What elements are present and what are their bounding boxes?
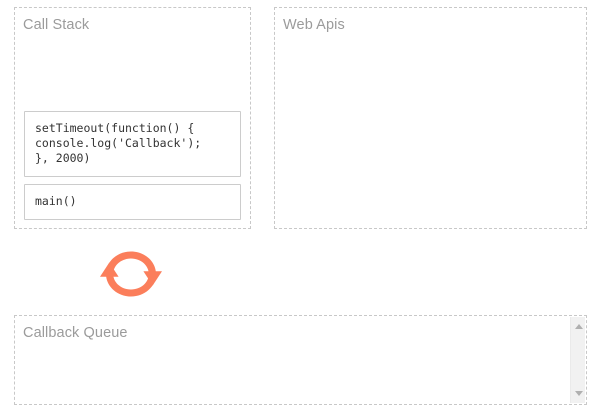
chevron-down-icon	[574, 391, 583, 396]
scrollbar-down-button[interactable]	[571, 386, 586, 401]
call-stack-panel: Call Stack setTimeout(function() { conso…	[14, 7, 251, 229]
chevron-up-icon	[574, 324, 583, 329]
callback-queue-scrollbar[interactable]	[570, 317, 585, 403]
web-apis-title: Web Apis	[283, 17, 345, 33]
call-stack-title: Call Stack	[23, 17, 90, 33]
web-apis-panel: Web Apis	[274, 7, 587, 229]
callback-queue-panel: Callback Queue	[14, 315, 587, 405]
call-stack-frame-settimeout[interactable]: setTimeout(function() { console.log('Cal…	[24, 111, 241, 177]
callback-queue-title: Callback Queue	[23, 325, 128, 341]
scrollbar-up-button[interactable]	[571, 319, 586, 334]
refresh-sync-icon	[96, 245, 166, 303]
call-stack-frame-main[interactable]: main()	[24, 184, 241, 220]
call-stack-frame-list: setTimeout(function() { console.log('Cal…	[24, 111, 241, 220]
